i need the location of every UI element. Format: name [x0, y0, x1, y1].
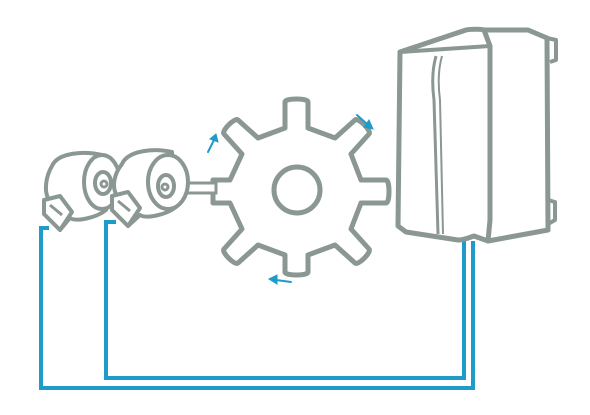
module-seam-2 [437, 55, 444, 235]
module-icon [395, 26, 558, 244]
encoder-icon [42, 151, 122, 232]
module-foot-rail [547, 198, 557, 226]
cable-group [39, 220, 475, 390]
rotation-arrow-upper-left [207, 133, 219, 153]
gear-icon [210, 96, 392, 278]
rotation-arrow-bottom [267, 274, 292, 285]
encoder-icon [110, 148, 190, 228]
encoder-left-connector-detail [49, 203, 63, 217]
rotation-arrow-upper-right [356, 114, 374, 130]
encoder-left-shaft [99, 179, 109, 189]
module-body [395, 26, 551, 244]
cable-outer [39, 226, 475, 390]
encoder-right-connector-detail [117, 199, 131, 213]
rotation-arrows [207, 114, 374, 285]
gear-hole [271, 164, 323, 216]
module-top-edge [399, 44, 491, 54]
encoder-right-shaft [160, 182, 170, 192]
module-side-rail [546, 36, 558, 64]
module-seam [431, 55, 440, 235]
cable-inner [104, 220, 466, 380]
module-right-side [481, 29, 493, 242]
